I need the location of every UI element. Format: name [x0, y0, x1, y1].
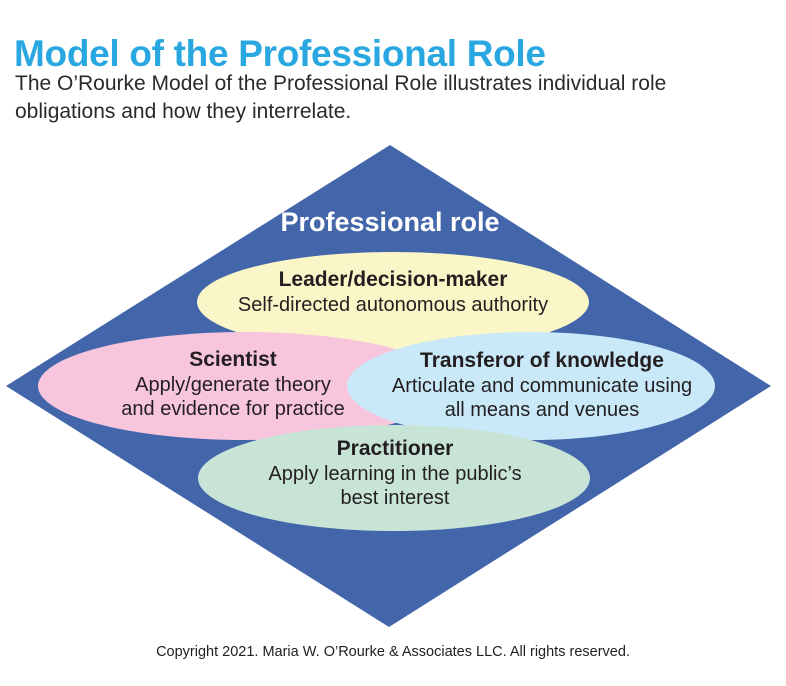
page-subtitle-line-1: The O’Rourke Model of the Professional R…: [15, 72, 667, 95]
role-transferor-line-1: Articulate and communicate using: [391, 375, 693, 397]
role-scientist-title: Scientist: [189, 348, 277, 371]
role-leader-line-1: Self-directed autonomous authority: [237, 294, 549, 316]
page-subtitle-line-2: obligations and how they interrelate.: [15, 100, 352, 123]
role-transferor-line-2: all means and venues: [444, 399, 640, 421]
page-subtitle: The O’Rourke Model of the Professional R…: [15, 70, 666, 126]
role-practitioner-title: Practitioner: [336, 437, 454, 460]
role-transferor-title: Transferor of knowledge: [420, 349, 664, 372]
role-practitioner-line-2: best interest: [340, 487, 450, 509]
role-transferor: Transferor of knowledge Articulate and c…: [392, 348, 692, 422]
role-leader-title: Leader/decision-maker: [278, 268, 508, 291]
diamond-label-professional-role: Professional role: [280, 207, 500, 237]
role-practitioner: Practitioner Apply learning in the publi…: [268, 436, 521, 510]
practitioner-ellipse: [198, 425, 590, 531]
leader-ellipse: [197, 252, 589, 352]
transferor-ellipse: [347, 332, 715, 440]
role-leader: Leader/decision-maker Self-directed auto…: [238, 267, 548, 318]
role-scientist-line-1: Apply/generate theory: [135, 374, 331, 396]
scientist-ellipse: [38, 332, 452, 440]
role-practitioner-line-1: Apply learning in the public’s: [268, 463, 522, 485]
role-scientist-line-2: and evidence for practice: [121, 398, 345, 420]
page-title: Model of the Professional Role: [14, 32, 546, 74]
copyright-notice: Copyright 2021. Maria W. O’Rourke & Asso…: [156, 644, 630, 660]
role-scientist: Scientist Apply/generate theory and evid…: [121, 347, 344, 421]
